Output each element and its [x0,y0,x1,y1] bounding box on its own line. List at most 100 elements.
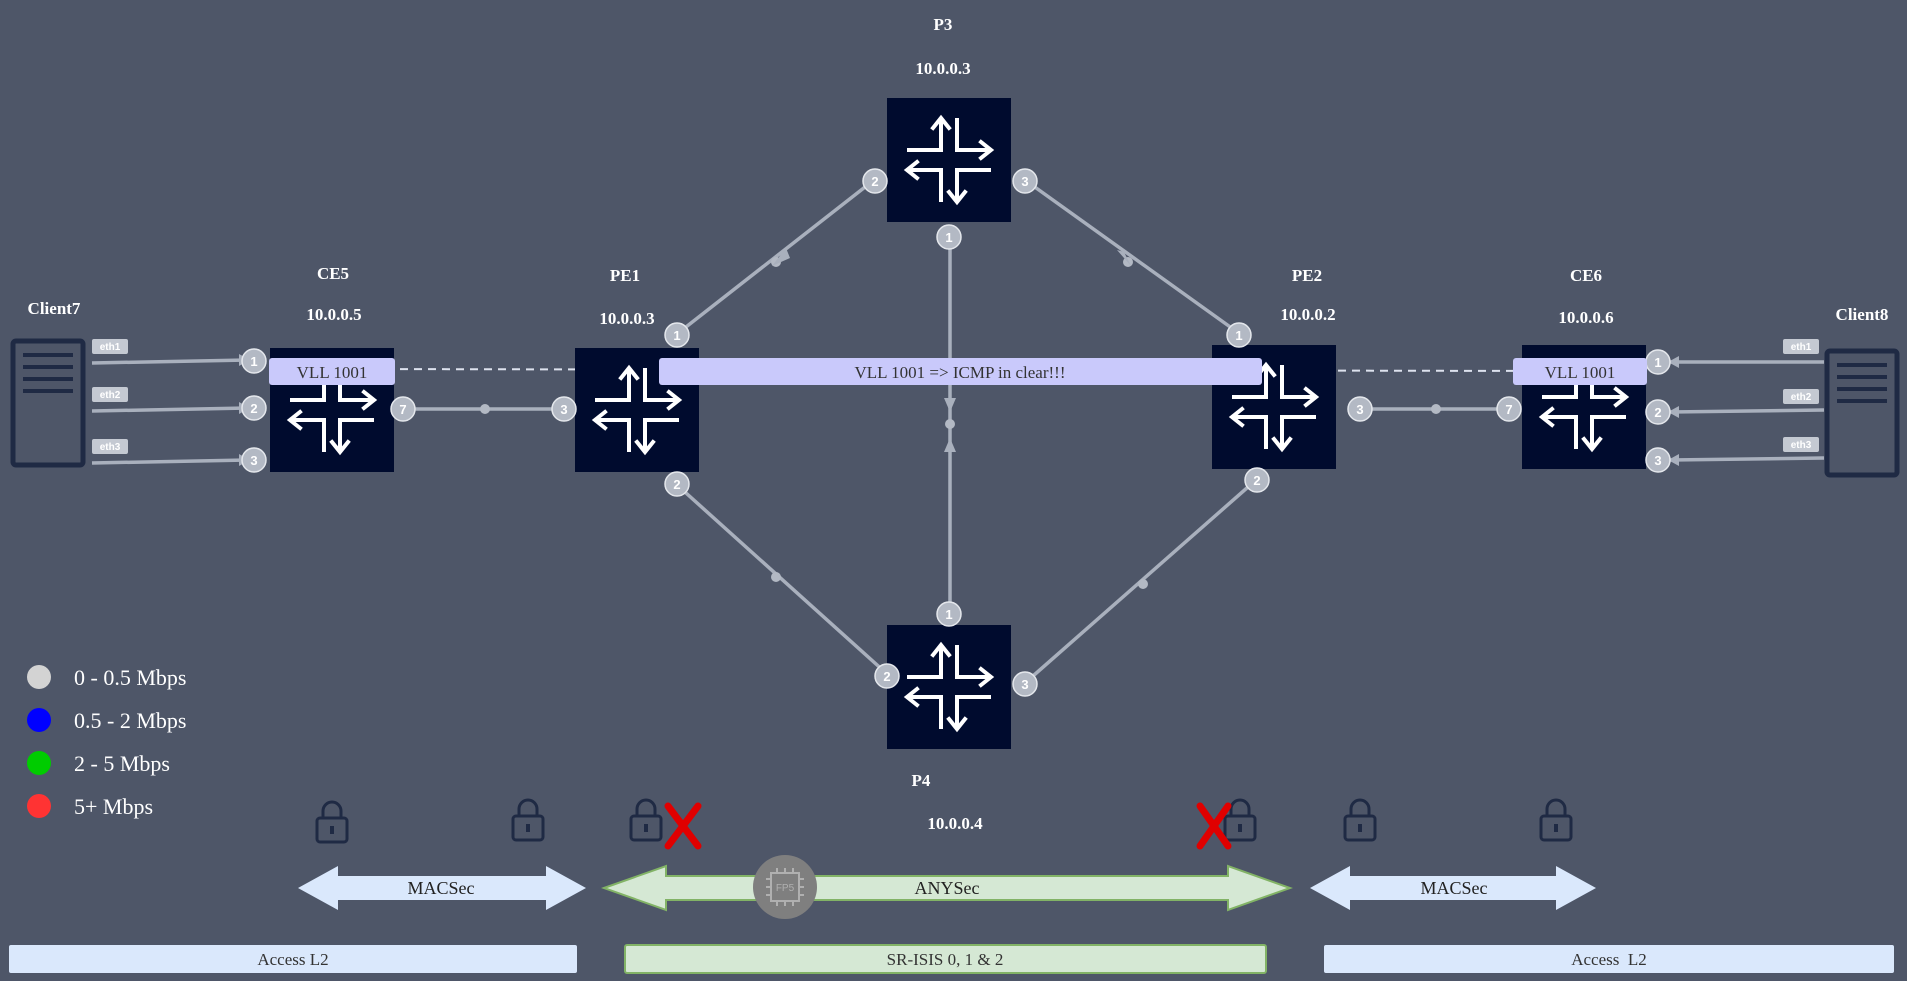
svg-text:eth2: eth2 [1791,392,1812,403]
link-pe1-p4[interactable] [674,482,888,675]
svg-text:3: 3 [560,402,567,417]
port-ce6-p7[interactable]: 7 [1496,396,1522,422]
lock-icon [315,800,349,844]
link-client7-eth1[interactable] [91,358,249,365]
legend-item: 5+ Mbps [27,794,153,819]
link-client8-eth2[interactable] [1669,408,1825,414]
port-p3-bottom[interactable]: 1 [936,224,962,250]
svg-text:2: 2 [250,401,257,416]
port-pe1-right[interactable]: 3 [551,396,577,422]
legend-item: 0 - 0.5 Mbps [27,665,186,690]
port-p4-left[interactable]: 2 [874,663,900,689]
lock-icon [1343,798,1377,842]
client7-eth3-tag: eth3 [92,439,128,454]
svg-text:eth1: eth1 [100,342,121,353]
svg-text:SR-ISIS 0, 1 & 2: SR-ISIS 0, 1 & 2 [887,950,1004,969]
chip-label: FP5 [776,883,795,894]
link-client7-eth2[interactable] [91,406,249,413]
svg-text:eth2: eth2 [100,390,121,401]
link-client7-eth3[interactable] [91,458,249,465]
client7-server-icon[interactable] [13,341,83,465]
router-pe1-name: PE1 [610,266,640,285]
client8-name: Client8 [1836,305,1889,324]
port-ce6-p2[interactable]: 2 [1645,399,1671,425]
port-ce5-p3[interactable]: 3 [241,447,267,473]
router-pe1-ip: 10.0.0.3 [599,309,654,328]
legend-item: 2 - 5 Mbps [27,751,170,776]
svg-text:Access L2: Access L2 [1571,950,1647,969]
port-ce6-p3[interactable]: 3 [1645,447,1671,473]
svg-text:3: 3 [1021,677,1028,692]
svg-text:1: 1 [1654,355,1661,370]
port-ce6-p1[interactable]: 1 [1645,349,1671,375]
port-p4-top[interactable]: 1 [936,601,962,627]
port-pe2-top[interactable]: 1 [1226,322,1252,348]
vll-dashed-path [329,368,1561,372]
client7-eth1-tag: eth1 [92,339,128,354]
macsec-left-arrow: MACSec [298,866,586,910]
chip-icon: FP5 [753,855,817,919]
ports-layer: 2 3 1 2 3 1 1 3 2 1 3 2 1 2 3 7 1 2 3 7 [241,168,1671,697]
link-p3-pe2[interactable] [1023,178,1242,336]
svg-text:Access L2: Access L2 [257,950,328,969]
link-pe1-p3[interactable] [675,178,876,336]
svg-text:1: 1 [945,230,952,245]
router-pe2-name: PE2 [1292,266,1322,285]
svg-text:1: 1 [1235,328,1242,343]
link-client8-eth3[interactable] [1669,456,1825,462]
legend-swatch [27,665,51,689]
port-ce5-p7[interactable]: 7 [390,396,416,422]
svg-text:VLL 1001 => ICMP in clear!!!: VLL 1001 => ICMP in clear!!! [854,363,1065,382]
svg-text:3: 3 [1021,174,1028,189]
x-mark-icon [1196,802,1232,850]
vll-center-label: VLL 1001 => ICMP in clear!!! [659,358,1262,385]
router-p3-name: P3 [934,15,953,34]
sr-isis-core-bar: SR-ISIS 0, 1 & 2 [624,944,1267,974]
client7-name: Client7 [28,299,81,318]
port-p3-left[interactable]: 2 [862,168,888,194]
legend-swatch [27,708,51,732]
legend-swatch [27,751,51,775]
legend-swatch [27,794,51,818]
svg-text:2: 2 [673,477,680,492]
svg-text:VLL 1001: VLL 1001 [297,363,368,382]
legend-label: 5+ Mbps [74,794,153,819]
port-pe2-bottom[interactable]: 2 [1244,467,1270,493]
x-mark-icon [664,802,702,850]
lock-icon [629,798,663,842]
access-l2-right-bar: Access L2 [1324,945,1894,973]
client8-eth1-tag: eth1 [1783,339,1819,354]
port-pe1-top[interactable]: 1 [664,322,690,348]
client8-eth3-tag: eth3 [1783,437,1819,452]
client8-server-icon[interactable] [1827,351,1897,475]
port-ce5-p2[interactable]: 2 [241,395,267,421]
router-p4[interactable] [885,623,1013,751]
svg-text:3: 3 [1654,453,1661,468]
macsec-right-arrow: MACSec [1310,866,1596,910]
svg-text:2: 2 [1253,473,1260,488]
svg-text:2: 2 [871,174,878,189]
svg-text:1: 1 [250,354,257,369]
router-ce6-ip: 10.0.0.6 [1558,308,1613,327]
router-p4-ip: 10.0.0.4 [927,814,983,833]
port-pe1-bottom[interactable]: 2 [664,471,690,497]
port-pe2-left[interactable]: 3 [1347,396,1373,422]
svg-text:ANYSec: ANYSec [915,878,980,898]
port-p4-right[interactable]: 3 [1012,671,1038,697]
client7-eth2-tag: eth2 [92,387,128,402]
vll-left-label: VLL 1001 [269,358,395,385]
svg-text:MACSec: MACSec [408,878,475,898]
svg-text:1: 1 [945,607,952,622]
svg-text:2: 2 [883,669,890,684]
port-p3-right[interactable]: 3 [1012,168,1038,194]
legend-label: 2 - 5 Mbps [74,751,170,776]
router-p3[interactable] [885,96,1013,224]
lock-icon [511,798,545,842]
port-ce5-p1[interactable]: 1 [241,348,267,374]
client8-eth2-tag: eth2 [1783,389,1819,404]
svg-text:7: 7 [1505,402,1512,417]
svg-text:MACSec: MACSec [1421,878,1488,898]
anysec-arrow: ANYSec [601,864,1293,912]
